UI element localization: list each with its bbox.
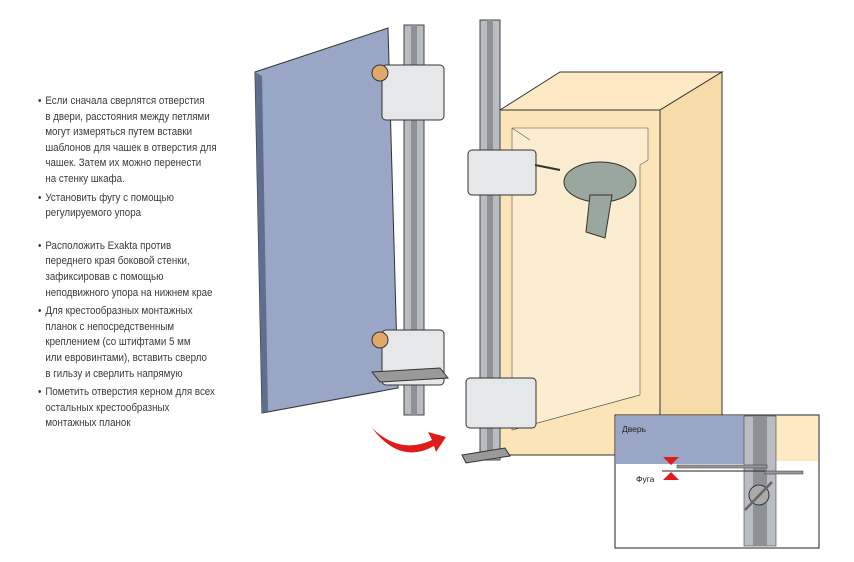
instruction-item: • Если сначала сверлятся отверстия в двер… [38, 94, 222, 188]
text-line: неподвижного упора на нижнем крае [45, 286, 213, 299]
text-line: переднего края боковой стенки, [45, 255, 190, 268]
text-line: или евровинтами), вставить сверло [45, 351, 207, 364]
text-line: Установить фугу с помощью [45, 191, 174, 204]
instructions-list: • Если сначала сверлятся отверстия в двер… [38, 94, 222, 435]
instruction-item: • Для крестообразных монтажных планок с н… [38, 304, 222, 382]
text-line: монтажных планок [45, 417, 131, 430]
drilling-jig-rail-right [461, 19, 537, 464]
text-line: остальных крестообразных [45, 401, 170, 414]
drill-icon [534, 161, 637, 239]
text-line: Пометить отверстия керном для всех [45, 386, 215, 399]
door-label: Дверь [622, 424, 647, 434]
text-line: на стенку шкафа. [45, 172, 125, 185]
move-arrow-icon [372, 428, 446, 453]
text-line: чашек. Затем их можно перенести [45, 157, 202, 170]
bullet: • [38, 305, 42, 318]
bullet: • [38, 191, 42, 204]
text-line: Для крестообразных монтажных [45, 305, 193, 318]
drilling-jig-rail-left [371, 24, 449, 416]
instruction-item: • Расположить Exakta против переднего кра… [38, 239, 222, 301]
text-line: в двери, расстояния между петлями [45, 110, 210, 123]
bullet: • [38, 239, 42, 252]
text-line: Если сначала сверлятся отверстия [45, 95, 205, 107]
text-line: могут измеряться путем вставки [45, 126, 193, 139]
text-line: зафиксировав с помощью [45, 270, 164, 283]
text-line: в гильзу и сверлить напрямую [45, 367, 183, 380]
text-line: креплением (со штифтами 5 мм [45, 336, 191, 349]
text-line: шаблонов для чашек в отверстия для [45, 141, 217, 154]
door-panel [254, 27, 399, 414]
gap-detail-inset [614, 414, 820, 549]
instruction-item: • Установить фугу с помощью регулируемого… [38, 191, 222, 222]
text-line: Расположить Exakta против [45, 239, 172, 252]
text-line: планок с непосредственным [45, 320, 175, 333]
bullet: • [38, 386, 42, 399]
instruction-item: • Пометить отверстия керном для всех оста… [38, 385, 222, 432]
gap-label: Фуга [636, 474, 655, 484]
bullet: • [38, 95, 42, 107]
text-line: регулируемого упора [45, 207, 142, 220]
